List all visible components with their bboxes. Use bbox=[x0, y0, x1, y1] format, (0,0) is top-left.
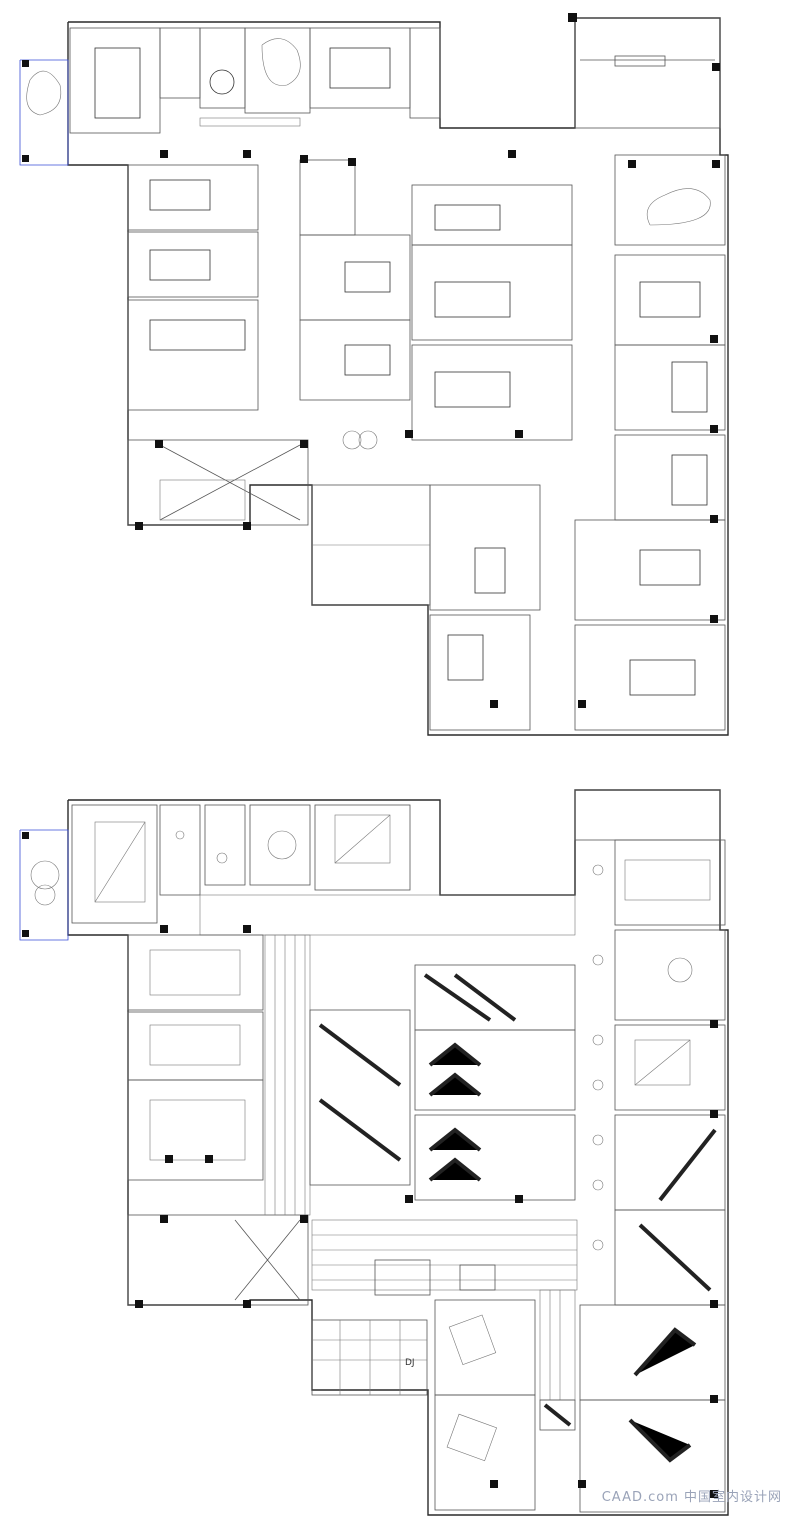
floor-plan-upper bbox=[19, 13, 729, 736]
structural-columns-upper bbox=[22, 13, 720, 708]
ceiling-strip-corridor bbox=[264, 934, 578, 1401]
ceiling-light-fixtures bbox=[175, 830, 604, 1251]
ceiling-plan-lower: DJ bbox=[19, 789, 729, 1516]
watermark-text: CAAD.com 中国室内设计网 bbox=[601, 1490, 782, 1505]
ceiling-annotation-label: DJ bbox=[405, 1358, 415, 1368]
structural-columns-lower bbox=[22, 832, 718, 1498]
